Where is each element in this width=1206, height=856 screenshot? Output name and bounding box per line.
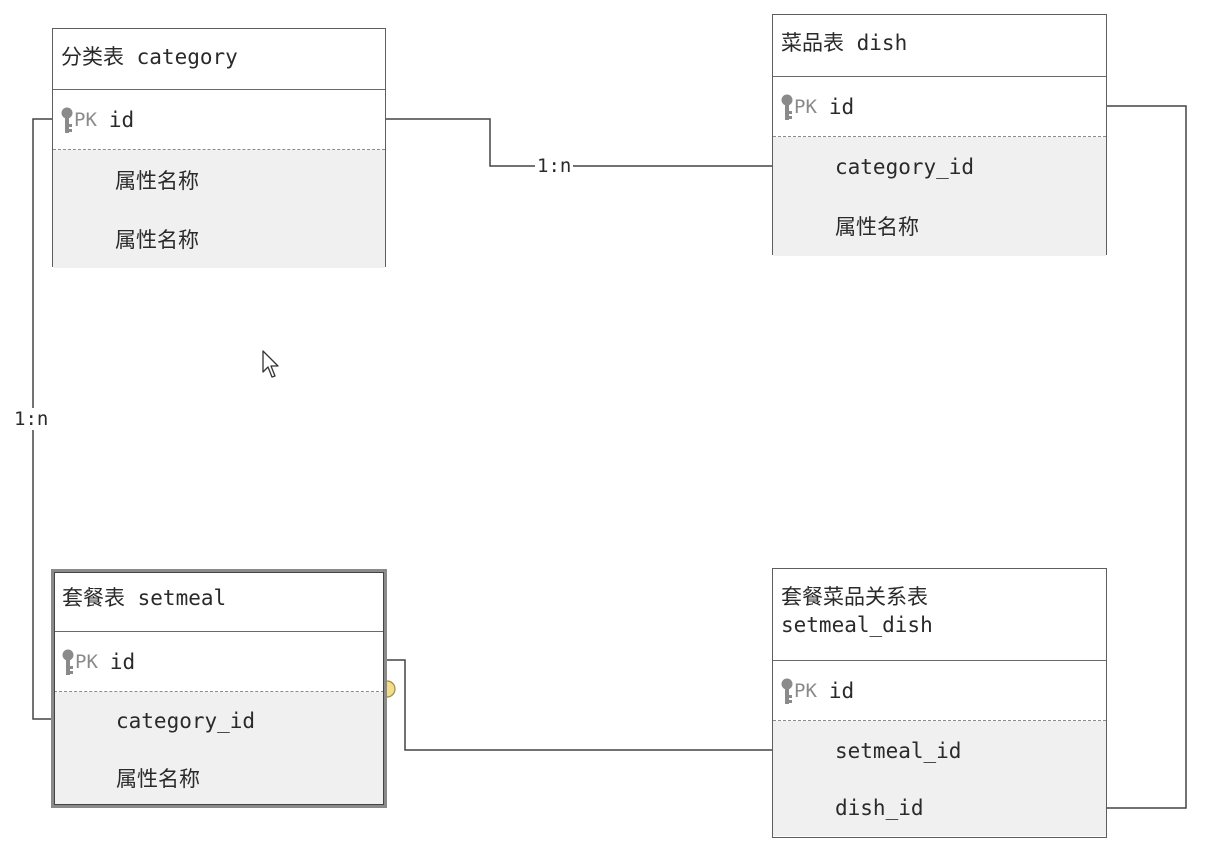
attribute-list: 属性名称 属性名称 xyxy=(53,150,385,268)
attribute-row[interactable]: category_id xyxy=(116,709,256,733)
key-icon xyxy=(781,678,793,704)
entity-dish[interactable]: 菜品表 dish PK id category_id 属性名称 xyxy=(772,14,1107,256)
entity-setmeal-dish[interactable]: 套餐菜品关系表 setmeal_dish PK id setmeal_id di… xyxy=(772,568,1107,838)
primary-key-tag: PK xyxy=(61,106,97,134)
attribute-list: category_id 属性名称 xyxy=(54,692,384,805)
entity-category[interactable]: 分类表 category PK id 属性名称 属性名称 xyxy=(52,28,386,268)
key-icon xyxy=(62,649,74,675)
entity-setmeal[interactable]: 套餐表 setmeal PK id category_id 属性名称 xyxy=(51,569,387,808)
primary-key-field: id xyxy=(109,649,136,674)
attribute-row[interactable]: 属性名称 xyxy=(115,168,199,193)
attribute-row[interactable]: 属性名称 xyxy=(116,766,200,791)
attribute-list: category_id 属性名称 xyxy=(773,137,1106,256)
primary-key-tag: PK xyxy=(62,648,98,676)
line-dish-setmeal-dish[interactable] xyxy=(1107,105,1187,809)
key-icon xyxy=(781,94,793,120)
entity-header: 套餐表 setmeal xyxy=(54,572,384,632)
key-icon xyxy=(61,107,73,133)
entity-header: 分类表 category xyxy=(53,29,385,90)
primary-key-tag: PK xyxy=(781,677,817,705)
attribute-row[interactable]: 属性名称 xyxy=(835,214,919,239)
attribute-row[interactable]: setmeal_id xyxy=(835,738,962,763)
entity-title: 套餐菜品关系表 xyxy=(781,585,928,609)
line-category-dish[interactable] xyxy=(386,118,772,167)
primary-key-tag: PK xyxy=(781,93,817,121)
entity-title: 分类表 category xyxy=(61,45,238,69)
attribute-list: setmeal_id dish_id xyxy=(773,721,1106,836)
mouse-cursor-icon xyxy=(262,350,279,378)
primary-key-field: id xyxy=(108,107,135,132)
attribute-row[interactable]: 属性名称 xyxy=(115,227,199,252)
primary-key-row[interactable]: PK id xyxy=(773,77,1106,137)
primary-key-field: id xyxy=(828,678,855,703)
entity-header: 菜品表 dish xyxy=(773,15,1106,77)
primary-key-row[interactable]: PK id xyxy=(773,661,1106,721)
primary-key-row[interactable]: PK id xyxy=(53,90,385,150)
attribute-row[interactable]: dish_id xyxy=(835,796,924,820)
attribute-row[interactable]: category_id xyxy=(835,154,975,179)
entity-title: 菜品表 dish xyxy=(781,31,908,55)
entity-title-table-name: setmeal_dish xyxy=(781,613,933,637)
line-setmeal-setmeal-dish[interactable] xyxy=(386,659,772,751)
entity-header: 套餐菜品关系表 setmeal_dish xyxy=(773,569,1106,661)
entity-title: 套餐表 setmeal xyxy=(62,586,227,610)
relation-label-category-dish: 1:n xyxy=(535,155,574,177)
primary-key-row[interactable]: PK id xyxy=(54,632,384,692)
relation-label-category-setmeal: 1:n xyxy=(12,408,51,430)
primary-key-field: id xyxy=(828,94,855,119)
